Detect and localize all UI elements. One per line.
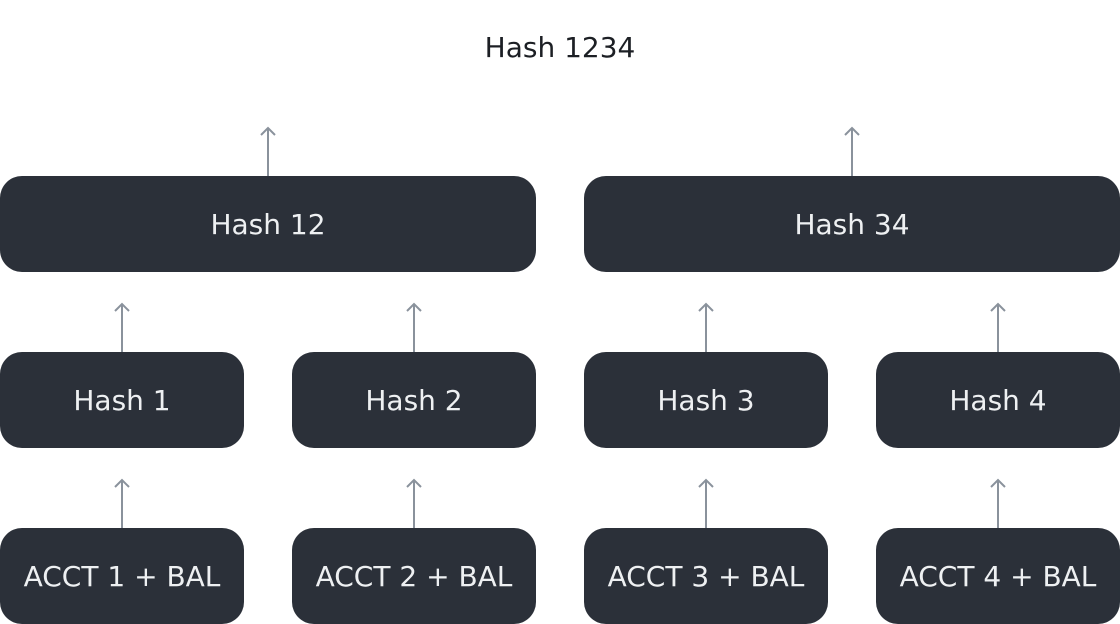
arrow-acct1-to-hash1: [114, 478, 130, 528]
arrow-hash34-to-root: [844, 126, 860, 176]
hash-3-node: Hash 3: [584, 352, 828, 448]
hash-12-label: Hash 12: [210, 207, 326, 241]
acct-3-label: ACCT 3 + BAL: [607, 559, 805, 593]
acct-2-label: ACCT 2 + BAL: [315, 559, 513, 593]
acct-4-label: ACCT 4 + BAL: [899, 559, 1097, 593]
acct-4-node: ACCT 4 + BAL: [876, 528, 1120, 624]
arrow-hash1-to-hash12: [114, 302, 130, 352]
hash-4-label: Hash 4: [949, 383, 1047, 417]
hash-2-node: Hash 2: [292, 352, 536, 448]
hash-1-label: Hash 1: [73, 383, 171, 417]
hash-34-label: Hash 34: [794, 207, 910, 241]
hash-12-node: Hash 12: [0, 176, 536, 272]
hash-3-label: Hash 3: [657, 383, 755, 417]
arrow-acct3-to-hash3: [698, 478, 714, 528]
hash-2-label: Hash 2: [365, 383, 463, 417]
hash-4-node: Hash 4: [876, 352, 1120, 448]
acct-1-node: ACCT 1 + BAL: [0, 528, 244, 624]
arrow-hash3-to-hash34: [698, 302, 714, 352]
arrow-hash2-to-hash12: [406, 302, 422, 352]
hash-34-node: Hash 34: [584, 176, 1120, 272]
arrow-hash4-to-hash34: [990, 302, 1006, 352]
acct-3-node: ACCT 3 + BAL: [584, 528, 828, 624]
acct-2-node: ACCT 2 + BAL: [292, 528, 536, 624]
acct-1-label: ACCT 1 + BAL: [23, 559, 221, 593]
arrow-hash12-to-root: [260, 126, 276, 176]
arrow-acct2-to-hash2: [406, 478, 422, 528]
root-hash-label: Hash 1234: [484, 31, 636, 64]
hash-1-node: Hash 1: [0, 352, 244, 448]
arrow-acct4-to-hash4: [990, 478, 1006, 528]
